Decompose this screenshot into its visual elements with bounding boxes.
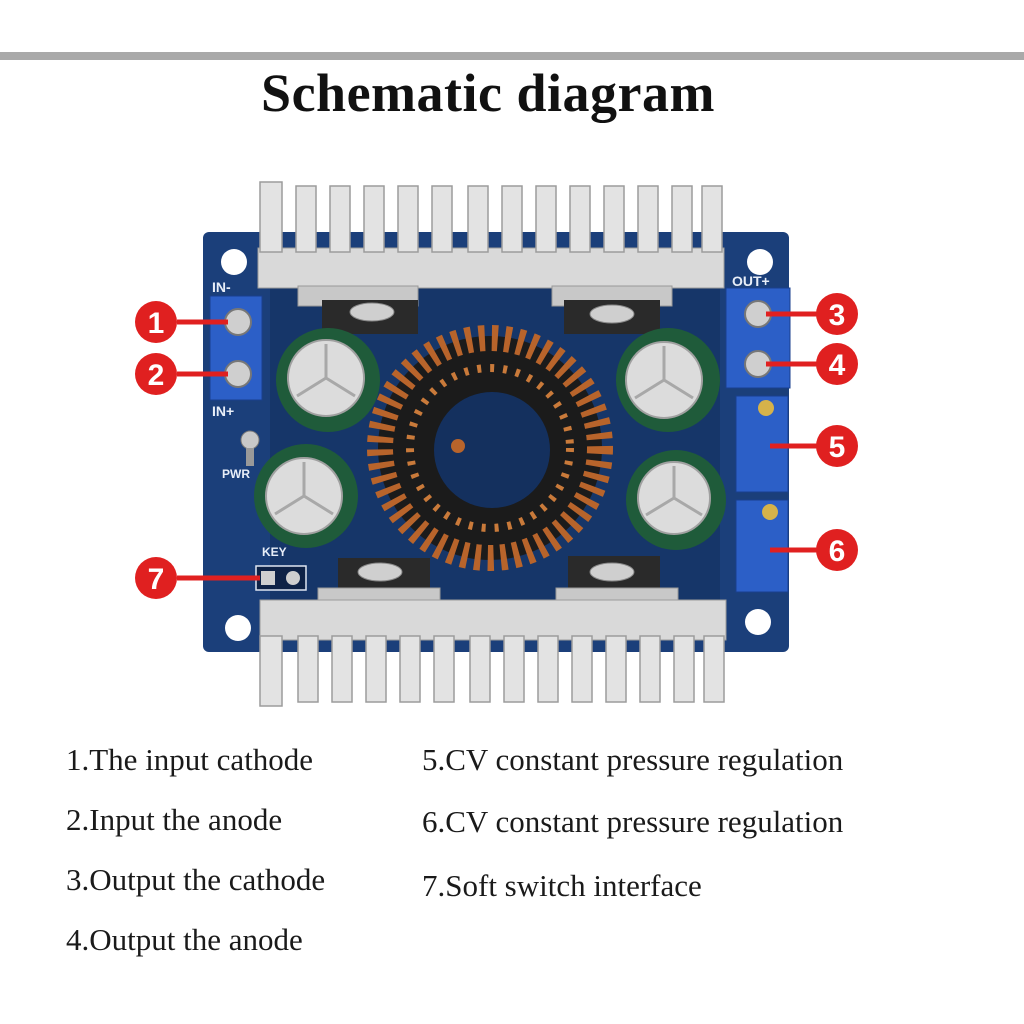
legend-item-2: 2.Input the anode — [66, 802, 283, 837]
input-screw-plus — [224, 360, 252, 388]
capacitor-top-right — [616, 328, 720, 432]
label-out-plus: OUT+ — [732, 273, 770, 289]
marker-6: 6 — [770, 529, 858, 571]
marker-3: 3 — [766, 293, 858, 335]
toroid-inductor — [367, 325, 613, 571]
svg-text:1: 1 — [148, 307, 165, 340]
legend-item-3: 3.Output the cathode — [66, 862, 326, 897]
capacitor-bottom-right — [626, 450, 726, 550]
marker-2: 2 — [135, 353, 228, 395]
pcb-board-illustration: IN- IN+ OUT+ PWR KEY 1 2 — [135, 181, 858, 707]
capacitor-top-left — [276, 328, 380, 432]
label-key: KEY — [262, 545, 287, 559]
svg-text:6: 6 — [829, 535, 846, 568]
legend-item-1: 1.The input cathode — [66, 742, 314, 777]
legend-item-4: 4.Output the anode — [66, 922, 303, 957]
svg-text:2: 2 — [148, 359, 165, 392]
marker-1: 1 — [135, 301, 228, 343]
svg-text:5: 5 — [829, 431, 846, 464]
marker-5: 5 — [770, 425, 858, 467]
top-divider — [0, 52, 1024, 60]
mount-hole-bottom-left — [225, 615, 251, 641]
potentiometer-cv-2 — [735, 499, 789, 593]
capacitor-bottom-left — [254, 444, 358, 548]
soft-switch-interface — [255, 565, 307, 591]
top-heatsink — [257, 181, 725, 307]
bottom-heatsink — [259, 556, 727, 707]
mount-hole-top-right — [747, 249, 773, 275]
mount-hole-top-left — [221, 249, 247, 275]
label-in-plus: IN+ — [212, 403, 234, 419]
top-transistors — [322, 300, 660, 334]
legend-item-7: 7.Soft switch interface — [422, 868, 702, 903]
svg-text:4: 4 — [829, 349, 846, 382]
mount-hole-bottom-right — [745, 609, 771, 635]
svg-text:3: 3 — [829, 299, 846, 332]
power-led — [240, 430, 260, 466]
label-pwr: PWR — [222, 467, 250, 481]
label-in-minus: IN- — [212, 279, 231, 295]
marker-4: 4 — [766, 343, 858, 385]
input-screw-minus — [224, 308, 252, 336]
page-title: Schematic diagram — [261, 63, 715, 123]
svg-text:7: 7 — [148, 563, 165, 596]
output-terminal-block — [725, 287, 791, 389]
legend-item-6: 6.CV constant pressure regulation — [422, 804, 844, 839]
input-terminal-block — [209, 295, 263, 401]
marker-7: 7 — [135, 557, 260, 599]
legend-item-5: 5.CV constant pressure regulation — [422, 742, 844, 777]
